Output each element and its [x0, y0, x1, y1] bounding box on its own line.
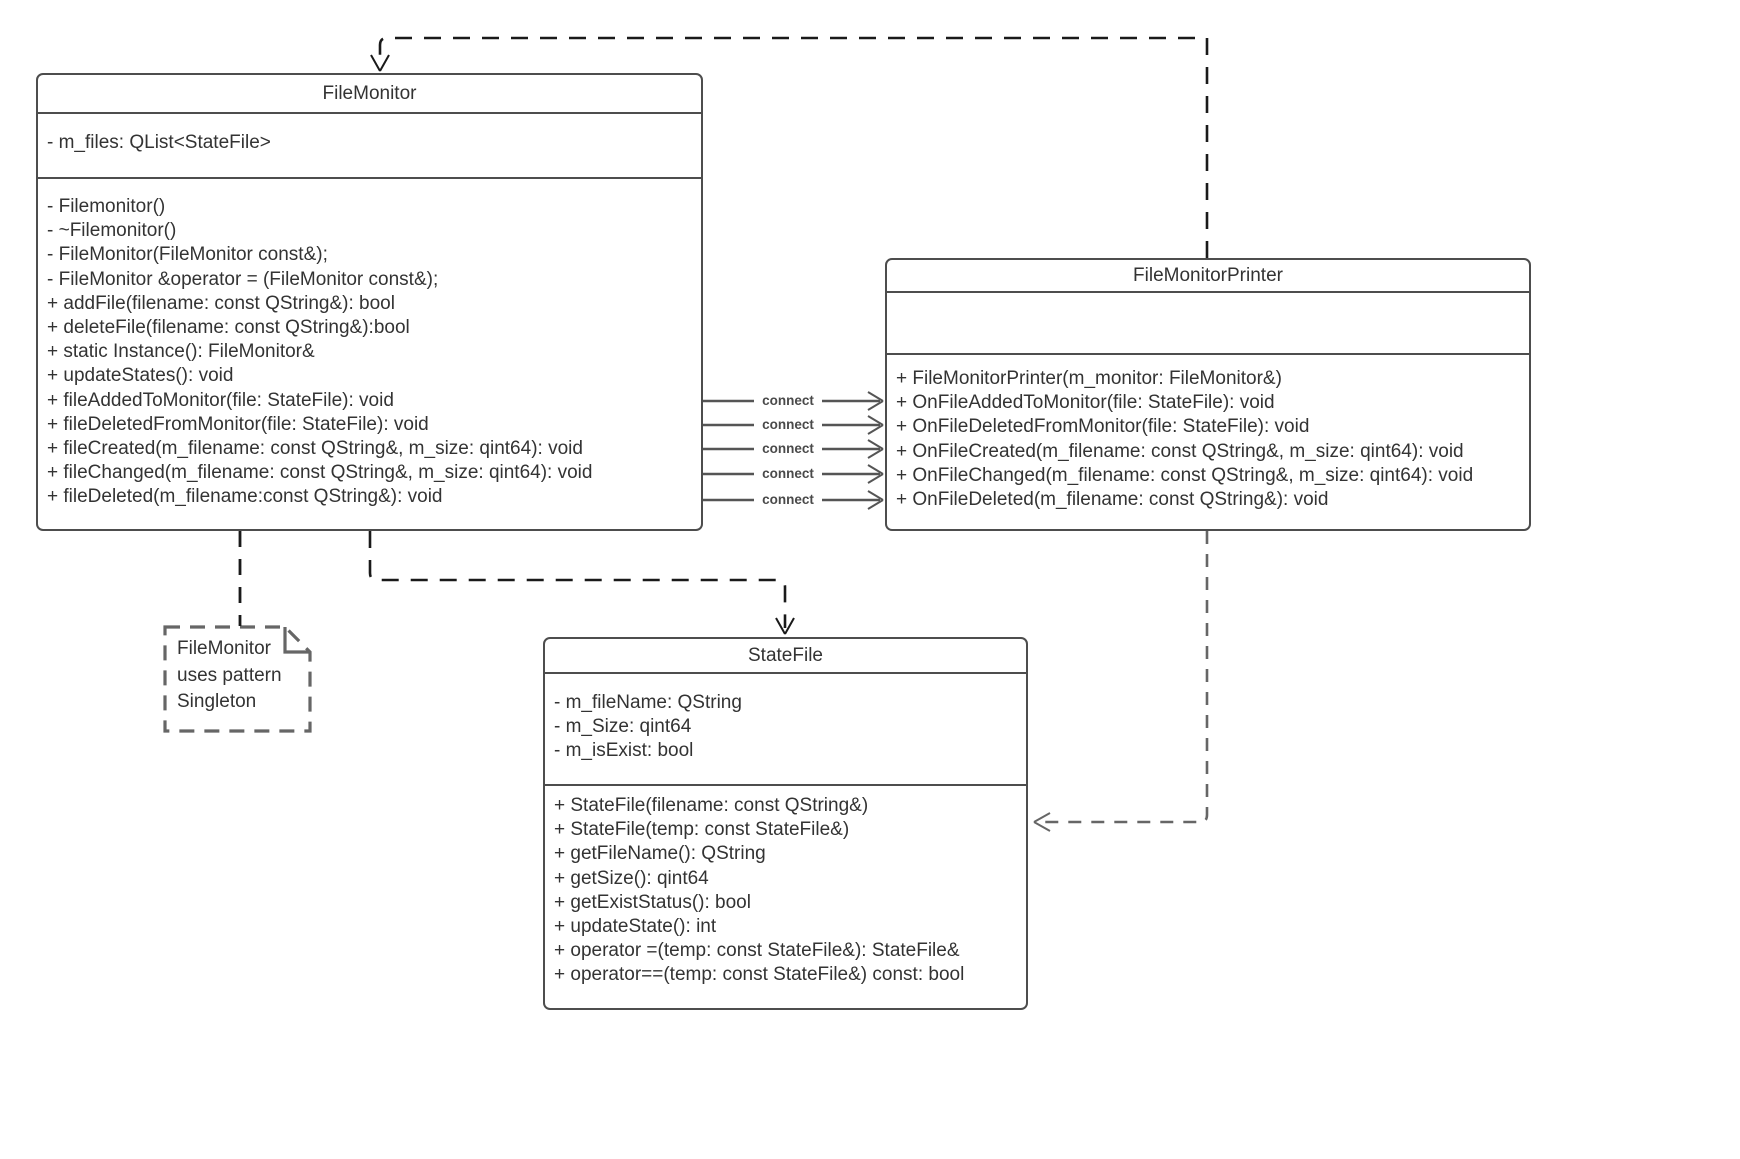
- open-arrowhead-down-icon: [775, 617, 795, 635]
- method-line: + operator =(temp: const StateFile&): St…: [554, 940, 960, 962]
- filemonitor-attributes-compartment: - m_files: QList<StateFile>: [38, 112, 701, 177]
- method-line: + getFileName(): QString: [554, 843, 766, 865]
- class-title-filemonitor: FileMonitor: [322, 82, 417, 104]
- note-outline: [163, 625, 312, 733]
- connector-label: connect: [754, 392, 822, 410]
- filemonitor-methods-compartment: - Filemonitor()- ~Filemonitor()- FileMon…: [38, 177, 701, 529]
- method-line: + getSize(): qint64: [554, 867, 709, 889]
- method-line: + StateFile(filename: const QString&): [554, 795, 869, 816]
- method-line: + StateFile(temp: const StateFile&): [554, 819, 850, 841]
- method-line: + OnFileDeletedFromMonitor(file: StateFi…: [896, 416, 1310, 438]
- method-line: + updateState(): int: [554, 916, 717, 938]
- class-box-filemonitor: FileMonitor - m_files: QList<StateFile> …: [36, 73, 703, 531]
- method-line: + OnFileChanged(m_filename: const QStrin…: [896, 464, 1474, 486]
- method-line: + fileDeleted(m_filename:const QString&)…: [47, 486, 443, 508]
- method-line: + OnFileAddedToMonitor(file: StateFile):…: [896, 392, 1275, 414]
- note-text-line: Singleton: [177, 691, 257, 712]
- method-line: + static Instance(): FileMonitor&: [47, 341, 315, 363]
- method-line: + fileDeletedFromMonitor(file: StateFile…: [47, 413, 429, 435]
- statefile-methods-compartment: + StateFile(filename: const QString&) + S…: [545, 784, 1026, 1008]
- filemonitorprinter-attributes-compartment: [887, 291, 1529, 353]
- note-fold-corner: [283, 627, 310, 654]
- class-title-filemonitorprinter: FileMonitorPrinter: [1133, 264, 1283, 286]
- open-arrowhead-right-icon: [867, 415, 884, 435]
- open-arrowhead-down-icon: [370, 54, 390, 72]
- dependency-filemonitor-to-statefile: [368, 531, 795, 635]
- attribute-line: - m_files: QList<StateFile>: [47, 132, 271, 153]
- method-line: + addFile(filename: const QString&): boo…: [47, 292, 395, 314]
- method-line: + deleteFile(filename: const QString&):b…: [47, 317, 410, 339]
- note-shape: [163, 625, 312, 733]
- method-line: - ~Filemonitor(): [47, 220, 177, 242]
- method-line: + fileAddedToMonitor(file: StateFile): v…: [47, 389, 394, 411]
- open-arrowhead-left-icon: [1033, 812, 1051, 832]
- method-line: + OnFileDeleted(m_filename: const QStrin…: [896, 489, 1329, 511]
- attribute-line: - m_Size: qint64: [554, 716, 692, 738]
- method-line: + fileCreated(m_filename: const QString&…: [47, 438, 583, 460]
- method-line: + OnFileCreated(m_filename: const QStrin…: [896, 440, 1464, 462]
- note-text-line: uses pattern: [177, 664, 282, 686]
- connector-label: connect: [754, 416, 822, 434]
- class-box-statefile: StateFile - m_fileName: QString - m_Size:…: [543, 637, 1028, 1010]
- connector-label: connect: [754, 491, 822, 509]
- class-title-statefile: StateFile: [748, 644, 823, 666]
- method-line: + updateStates(): void: [47, 365, 234, 387]
- method-line: + operator==(temp: const StateFile&) con…: [554, 964, 965, 986]
- connector-label: connect: [754, 465, 822, 483]
- method-line: - Filemonitor(): [47, 196, 166, 217]
- method-line: - FileMonitor(FileMonitor const&);: [47, 244, 328, 266]
- dependency-printer-to-statefile: [1033, 531, 1209, 832]
- method-line: + fileChanged(m_filename: const QString&…: [47, 462, 593, 484]
- open-arrowhead-right-icon: [867, 439, 884, 459]
- attribute-line: - m_isExist: bool: [554, 740, 694, 762]
- note-text-line: FileMonitor: [177, 638, 271, 659]
- class-box-filemonitorprinter: FileMonitorPrinter + FileMonitorPrinter(…: [885, 258, 1531, 531]
- attribute-line: - m_fileName: QString: [554, 692, 742, 713]
- filemonitorprinter-methods-compartment: + FileMonitorPrinter(m_monitor: FileMoni…: [887, 353, 1529, 529]
- open-arrowhead-right-icon: [867, 391, 884, 411]
- open-arrowhead-right-icon: [867, 464, 884, 484]
- statefile-attributes-compartment: - m_fileName: QString - m_Size: qint64- m…: [545, 672, 1026, 784]
- method-line: - FileMonitor &operator = (FileMonitor c…: [47, 268, 439, 290]
- open-arrowhead-right-icon: [867, 490, 884, 510]
- method-line: + getExistStatus(): bool: [554, 891, 751, 913]
- connector-label: connect: [754, 440, 822, 458]
- method-line: + FileMonitorPrinter(m_monitor: FileMoni…: [896, 368, 1282, 389]
